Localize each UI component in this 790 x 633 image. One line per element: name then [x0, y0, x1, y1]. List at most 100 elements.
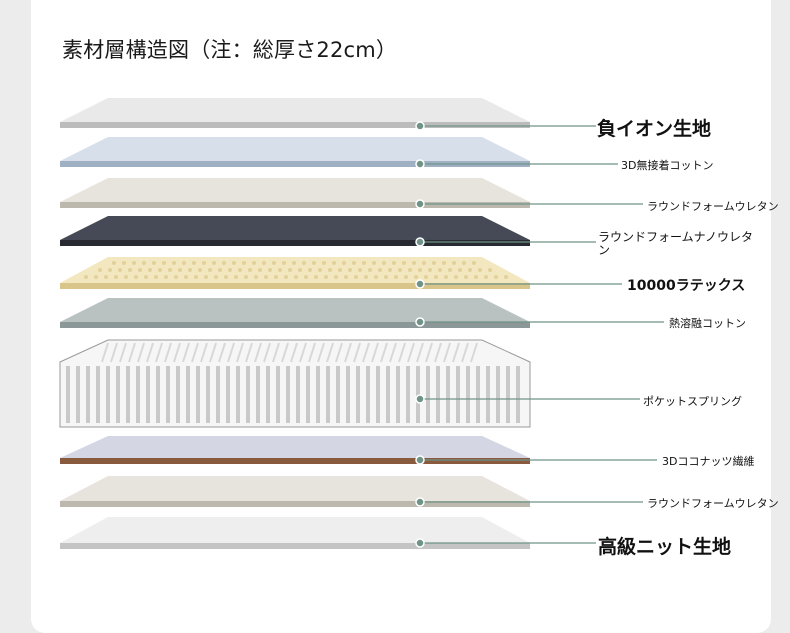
spring-top-coil — [326, 342, 334, 363]
layer-label: ラウンドフォームウレタン — [647, 497, 779, 510]
latex-hole — [118, 268, 122, 272]
latex-hole — [308, 268, 312, 272]
layer-surface — [60, 98, 530, 122]
latex-hole — [194, 275, 198, 279]
latex-hole — [332, 261, 336, 265]
latex-hole — [284, 275, 288, 279]
latex-hole — [384, 275, 388, 279]
latex-hole — [84, 275, 88, 279]
latex-hole — [288, 268, 292, 272]
latex-hole — [472, 261, 476, 265]
leader-dot — [415, 121, 425, 131]
spring-top-coil — [344, 342, 352, 363]
latex-hole — [322, 261, 326, 265]
latex-hole — [292, 261, 296, 265]
spring-top-coil — [308, 342, 316, 363]
latex-hole — [204, 275, 208, 279]
latex-hole — [454, 275, 458, 279]
latex-hole — [504, 275, 508, 279]
latex-hole — [362, 261, 366, 265]
latex-hole — [452, 261, 456, 265]
layer-surface — [60, 517, 530, 543]
spring-top-coil — [290, 342, 298, 363]
spring-top-coil — [272, 342, 280, 363]
leader-dot — [415, 237, 425, 247]
latex-hole — [444, 275, 448, 279]
latex-hole — [208, 268, 212, 272]
latex-hole — [278, 268, 282, 272]
latex-hole — [98, 268, 102, 272]
latex-hole — [334, 275, 338, 279]
spring-top-coil — [227, 342, 235, 363]
leader-dot — [415, 497, 425, 507]
latex-hole — [218, 268, 222, 272]
layer-edge — [60, 501, 530, 507]
latex-hole — [312, 261, 316, 265]
spring-top-coil — [389, 342, 397, 363]
latex-hole — [174, 275, 178, 279]
spring-top-coil — [371, 342, 379, 363]
spring-top-coil — [299, 342, 307, 363]
latex-hole — [244, 275, 248, 279]
spring-top-coil — [209, 342, 217, 363]
latex-hole — [198, 268, 202, 272]
latex-hole — [338, 268, 342, 272]
latex-hole — [162, 261, 166, 265]
latex-hole — [388, 268, 392, 272]
spring-top-coil — [452, 342, 460, 363]
spring-top-coil — [155, 342, 163, 363]
spring-top-coil — [146, 342, 154, 363]
latex-hole — [252, 261, 256, 265]
spring-top-coil — [191, 342, 199, 363]
latex-hole — [358, 268, 362, 272]
layer-surface — [60, 178, 530, 202]
latex-hole — [374, 275, 378, 279]
latex-hole — [428, 268, 432, 272]
latex-hole — [192, 261, 196, 265]
latex-hole — [124, 275, 128, 279]
latex-hole — [224, 275, 228, 279]
spring-top-coil — [236, 342, 244, 363]
leader-dot — [415, 455, 425, 465]
latex-hole — [478, 268, 482, 272]
layer-label: 10000ラテックス — [627, 278, 746, 294]
spring-top-coil — [461, 342, 469, 363]
latex-hole — [484, 275, 488, 279]
spring-top-coil — [263, 342, 271, 363]
layer-surface — [60, 436, 530, 458]
spring-top-coil — [434, 342, 442, 363]
layer-edge — [60, 202, 530, 208]
latex-hole — [164, 275, 168, 279]
latex-hole — [108, 268, 112, 272]
layer-edge — [60, 322, 530, 328]
latex-hole — [158, 268, 162, 272]
spring-top-coil — [101, 342, 109, 363]
spring-top-coil — [164, 342, 172, 363]
latex-hole — [148, 268, 152, 272]
spring-top-coil — [407, 342, 415, 363]
layer-surface — [60, 137, 530, 161]
latex-hole — [404, 275, 408, 279]
spring-top-coil — [245, 342, 253, 363]
latex-hole — [214, 275, 218, 279]
latex-hole — [474, 275, 478, 279]
latex-hole — [114, 275, 118, 279]
latex-hole — [274, 275, 278, 279]
latex-hole — [442, 261, 446, 265]
latex-hole — [372, 261, 376, 265]
spring-top-coil — [110, 342, 118, 363]
layer-surface — [60, 216, 530, 240]
latex-hole — [234, 275, 238, 279]
spring-top-coil — [137, 342, 145, 363]
latex-hole — [298, 268, 302, 272]
latex-hole — [104, 275, 108, 279]
latex-hole — [138, 268, 142, 272]
latex-hole — [328, 268, 332, 272]
spring-top-coil — [119, 342, 127, 363]
latex-hole — [434, 275, 438, 279]
latex-hole — [422, 261, 426, 265]
latex-hole — [272, 261, 276, 265]
latex-hole — [212, 261, 216, 265]
latex-hole — [262, 261, 266, 265]
latex-hole — [488, 268, 492, 272]
